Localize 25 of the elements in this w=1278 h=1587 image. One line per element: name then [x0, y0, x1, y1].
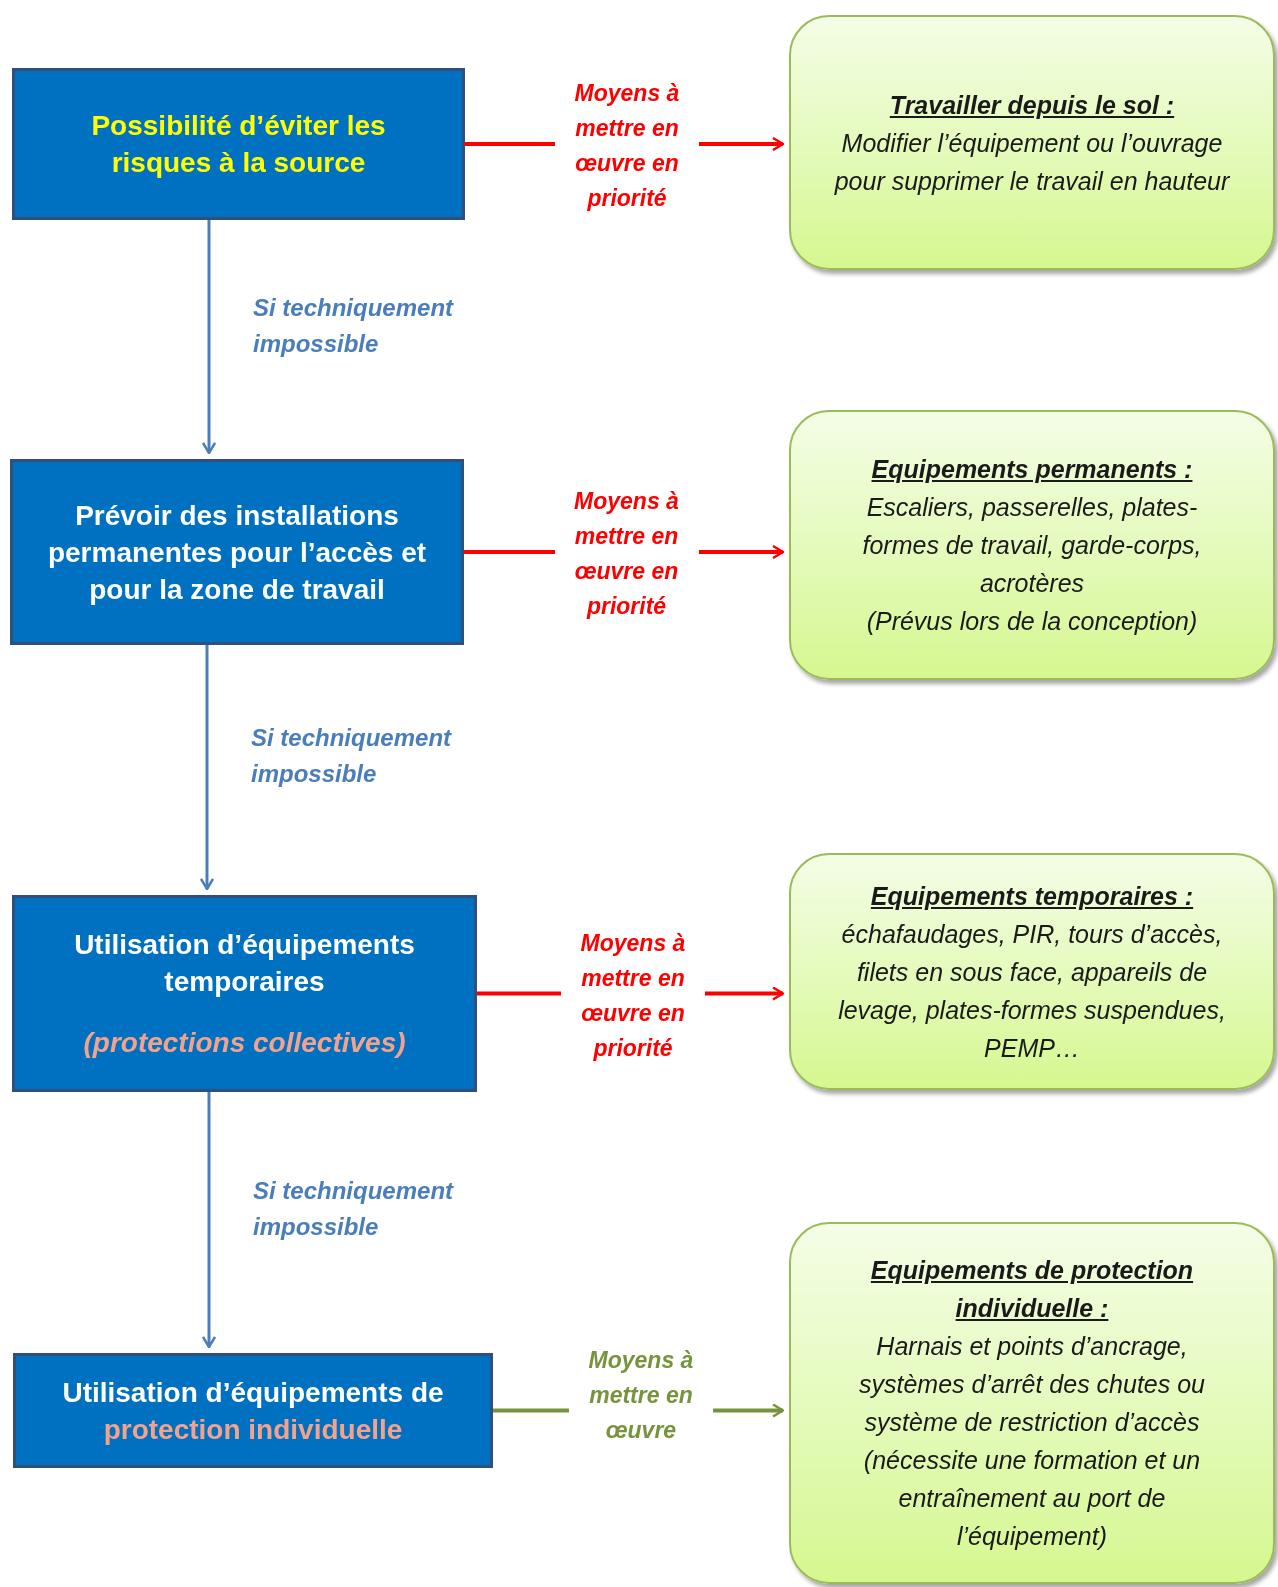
box-text: Harnais et points d’ancrage, systèmes d’arrêt des chutes ou système de restriction d’accès (nécessite une formation et un entraînement au port de l’équipement): [858, 1331, 1206, 1552]
option-box: [789, 410, 1275, 680]
box-heading: Equipements temporaires :: [870, 880, 1194, 912]
option-box: [789, 15, 1275, 270]
arrow: [201, 1092, 217, 1349]
step-text: Utilisation d’équipements temporaires: [73, 928, 416, 999]
box-text: Modifier l’équipement ou l’ouvrage pour supprimer le travail en hauteur: [833, 127, 1231, 197]
step-text: Prévoir des installations permanentes pour l’accès et pour la zone de travail: [46, 498, 428, 607]
box-text: Escaliers, passerelles, plates-formes de travail, garde-corps, acrotères: [861, 492, 1203, 599]
box-heading: Travailler depuis le sol :: [889, 89, 1175, 121]
box-heading: Equipements permanents :: [871, 454, 1193, 485]
option-box: [789, 853, 1275, 1090]
step-box: [13, 1353, 493, 1468]
arrow: [201, 220, 217, 455]
step-box: [10, 459, 464, 645]
step-box: [12, 68, 465, 220]
step-text: Utilisation d’équipements de protection individuelle: [61, 1375, 445, 1447]
box-text: (Prévus lors de la conception): [866, 606, 1198, 637]
arrow: [199, 645, 215, 891]
step-text: (protections collectives): [83, 1026, 406, 1060]
step-box: [12, 895, 477, 1092]
box-heading: Equipements de protection individuelle :: [869, 1255, 1195, 1324]
step-text: Possibilité d’éviter les risques à la source: [90, 109, 387, 180]
option-box: [789, 1222, 1275, 1584]
box-text: échafaudages, PIR, tours d’accès, filets en sous face, appareils de levage, plates-formes suspendues, PEMP…: [837, 918, 1227, 1064]
